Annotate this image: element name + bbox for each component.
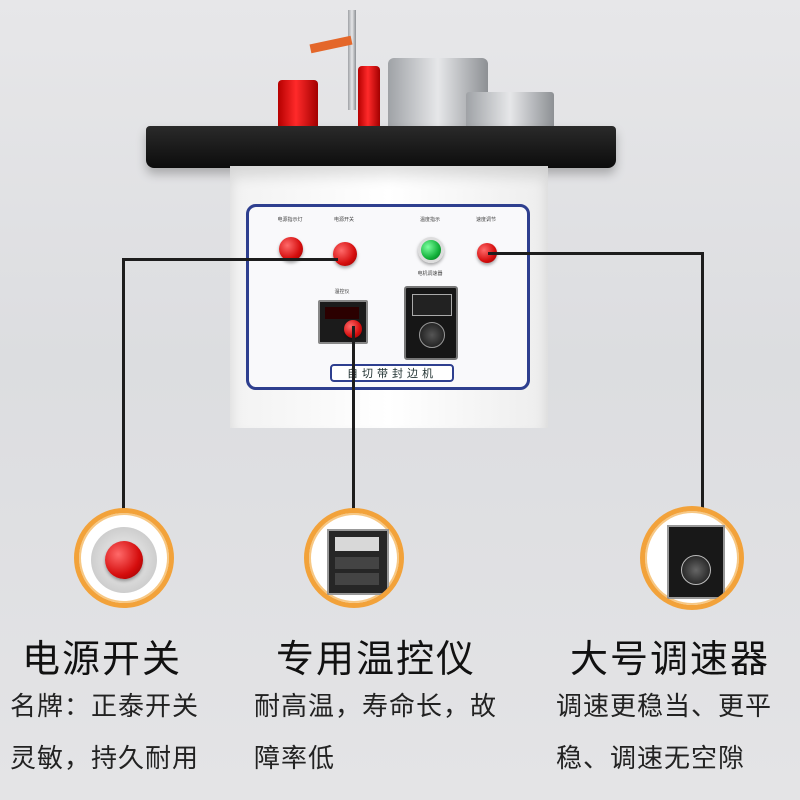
leader-line-right-vertical [701,252,704,514]
label-power-indicator: 电源指示灯 [277,217,303,223]
leader-line-right-horizontal [488,252,704,255]
label-speed-switch: 速度调节 [475,217,496,223]
orange-lever [309,35,353,54]
callout-circle-temperature-controller [304,508,404,608]
callout-title-temperature-controller: 专用温控仪 [276,637,477,681]
speed-switch-button[interactable] [477,243,497,263]
leader-line-left-horizontal [122,258,338,261]
control-panel [246,204,530,390]
red-switch-icon [91,527,157,593]
callout-line-speed-controller-1: 调速更稳当、更平 [556,692,773,722]
callout-title-speed-controller: 大号调速器 [570,637,771,681]
label-temp-controller: 温控仪 [334,289,350,295]
callout-line-temperature-controller-2: 障率低 [254,744,336,774]
label-temp-indicator: 温度指示 [419,217,440,223]
leader-line-left-vertical [122,258,125,518]
power-indicator-lamp [279,237,303,261]
speed-dial-icon [667,525,725,599]
label-speed-controller: 电机调速器 [417,271,443,277]
guide-rod [348,10,356,110]
callout-line-speed-controller-2: 稳、调速无空隙 [556,744,746,774]
leader-line-middle-vertical [352,326,355,516]
callout-line-power-switch-2: 灵敏，持久耐用 [10,744,200,774]
temperature-controller[interactable] [318,300,368,344]
callout-title-power-switch: 电源开关 [22,637,183,681]
feed-roller [358,66,380,130]
power-switch-button[interactable] [333,242,357,266]
speed-controller[interactable] [404,286,458,360]
speed-dial-knob[interactable] [419,322,445,348]
callout-line-power-switch-1: 名牌：正泰开关 [10,692,200,722]
temp-indicator-lamp [418,237,444,263]
trimmer-block [466,92,554,132]
machine-tabletop [146,126,616,168]
callout-line-temperature-controller-1: 耐高温，寿命长，故 [254,692,498,722]
machine-top-mechanism [270,10,560,132]
machine-nameplate: 自切带封边机 [330,364,454,382]
glue-pot-cap [278,80,318,132]
callout-circle-power-switch [74,508,174,608]
callout-circle-speed-controller [640,506,744,610]
temperature-controller-icon [327,529,389,595]
label-power-switch: 电源开关 [333,217,354,223]
